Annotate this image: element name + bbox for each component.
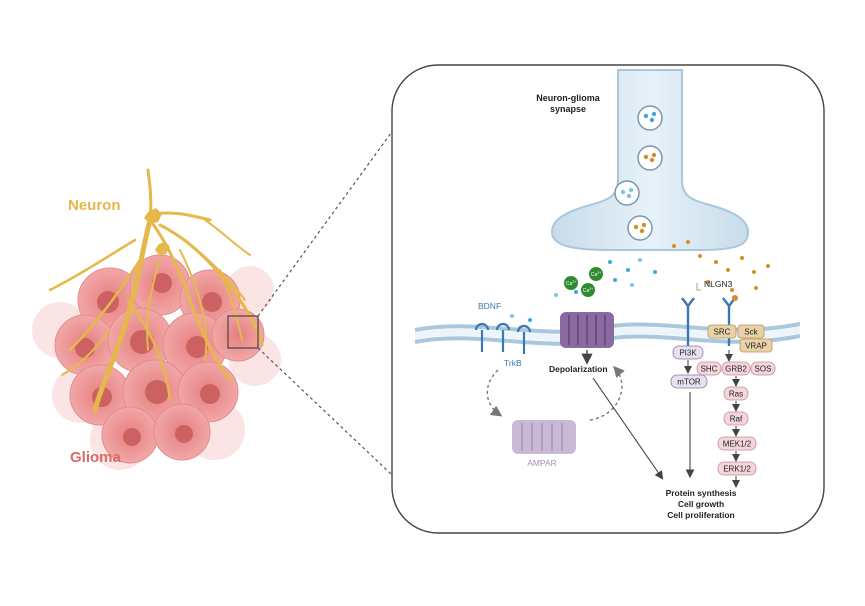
svg-text:Ca2+: Ca2+ (566, 280, 576, 287)
depolarization-to-outcome-arrow (592, 377, 664, 480)
neuron-branch (148, 218, 232, 382)
svg-text:SRC: SRC (714, 328, 731, 337)
synapse-title-line2: synapse (550, 104, 586, 114)
neuron-branch (68, 258, 142, 352)
trkb-receptor (495, 322, 511, 352)
neuron-branch (204, 219, 251, 256)
calcium-channel (560, 312, 614, 348)
svg-text:Sck: Sck (744, 328, 758, 337)
pathway-node-mtor: mTOR (670, 374, 708, 389)
svg-text:mTOR: mTOR (677, 378, 701, 387)
pathway-node-shc: SHC (696, 361, 722, 376)
glioma-label: Glioma (70, 449, 122, 466)
neuron-somas (144, 208, 170, 255)
trafficking-arrow-right (589, 365, 625, 421)
svg-text:Ca2+: Ca2+ (591, 271, 601, 278)
synapse-panel-frame (391, 64, 825, 534)
trkb-label: TrkB (504, 358, 522, 368)
neuron-branch (158, 223, 264, 347)
trafficking-arrow-left (486, 369, 503, 417)
glioma-tumor (32, 254, 281, 470)
neuron-branch (184, 239, 246, 301)
ampar-label: AMPAR (527, 458, 557, 468)
svg-text:MEK1/2: MEK1/2 (723, 440, 752, 449)
neuron-label: Neuron (68, 197, 121, 214)
neuron-cell (48, 168, 264, 413)
bdnf-label: BDNF (478, 301, 501, 311)
svg-text:SHC: SHC (701, 365, 718, 374)
neuron-branch (179, 249, 208, 361)
neuron-axon (92, 217, 153, 413)
svg-text:Ras: Ras (729, 390, 743, 399)
zoom-leader-top (257, 99, 416, 317)
calcium-ion: Ca2+ (589, 267, 603, 281)
neuron-branch (48, 238, 137, 292)
pathway-node-ras: Ras (723, 386, 749, 401)
pathway-node-vrap: VRAP (739, 338, 773, 353)
outcome-cell-proliferation: Cell proliferation (667, 510, 735, 520)
svg-text:PI3K: PI3K (679, 349, 697, 358)
synaptic-vesicle (614, 180, 640, 206)
trkb-receptor (474, 322, 490, 352)
synaptic-vesicle (637, 105, 663, 131)
svg-text:SOS: SOS (755, 365, 772, 374)
pathway-node-pi3k: PI3K (672, 345, 704, 360)
presynaptic-terminal (550, 69, 750, 251)
pathway-node-grb2: GRB2 (721, 361, 751, 376)
svg-text:VRAP: VRAP (745, 342, 767, 351)
released-neurotransmitters (510, 240, 770, 330)
pathway-node-sck: Sck (737, 324, 765, 339)
svg-text:Ca2+: Ca2+ (583, 287, 593, 294)
pathway-node-mek: MEK1/2 (717, 436, 757, 451)
ampar-receptor (512, 420, 576, 454)
neuron-branch (219, 269, 243, 341)
pathway-node-src: SRC (707, 324, 737, 339)
pathway-node-sos: SOS (750, 361, 776, 376)
zoom-region-box (227, 315, 259, 349)
outcome-cell-growth: Cell growth (678, 499, 724, 509)
synaptic-vesicle (627, 215, 653, 241)
neuron-branch (146, 259, 161, 351)
pathway-node-erk: ERK1/2 (717, 461, 757, 476)
outcome-protein-synthesis: Protein synthesis (666, 488, 737, 498)
nlgn3-pointer (696, 283, 701, 291)
neuron-branch (61, 329, 111, 376)
zoom-leader-bottom (257, 347, 411, 493)
svg-text:Raf: Raf (730, 415, 743, 424)
synapse-title-line1: Neuron-glioma (536, 93, 600, 103)
svg-text:ERK1/2: ERK1/2 (723, 465, 751, 474)
svg-text:GRB2: GRB2 (725, 365, 747, 374)
nlgn3-label: NLGN3 (704, 279, 733, 289)
membrane-receptor-pi3k (681, 297, 695, 346)
synaptic-vesicle (637, 145, 663, 171)
neuron-branch (126, 298, 172, 402)
trkb-receptor (516, 324, 532, 354)
calcium-ion: Ca2+ (564, 276, 578, 290)
pathway-node-raf: Raf (723, 411, 749, 426)
calcium-ion: Ca2+ (581, 283, 595, 297)
depolarization-label: Depolarization (549, 364, 608, 374)
